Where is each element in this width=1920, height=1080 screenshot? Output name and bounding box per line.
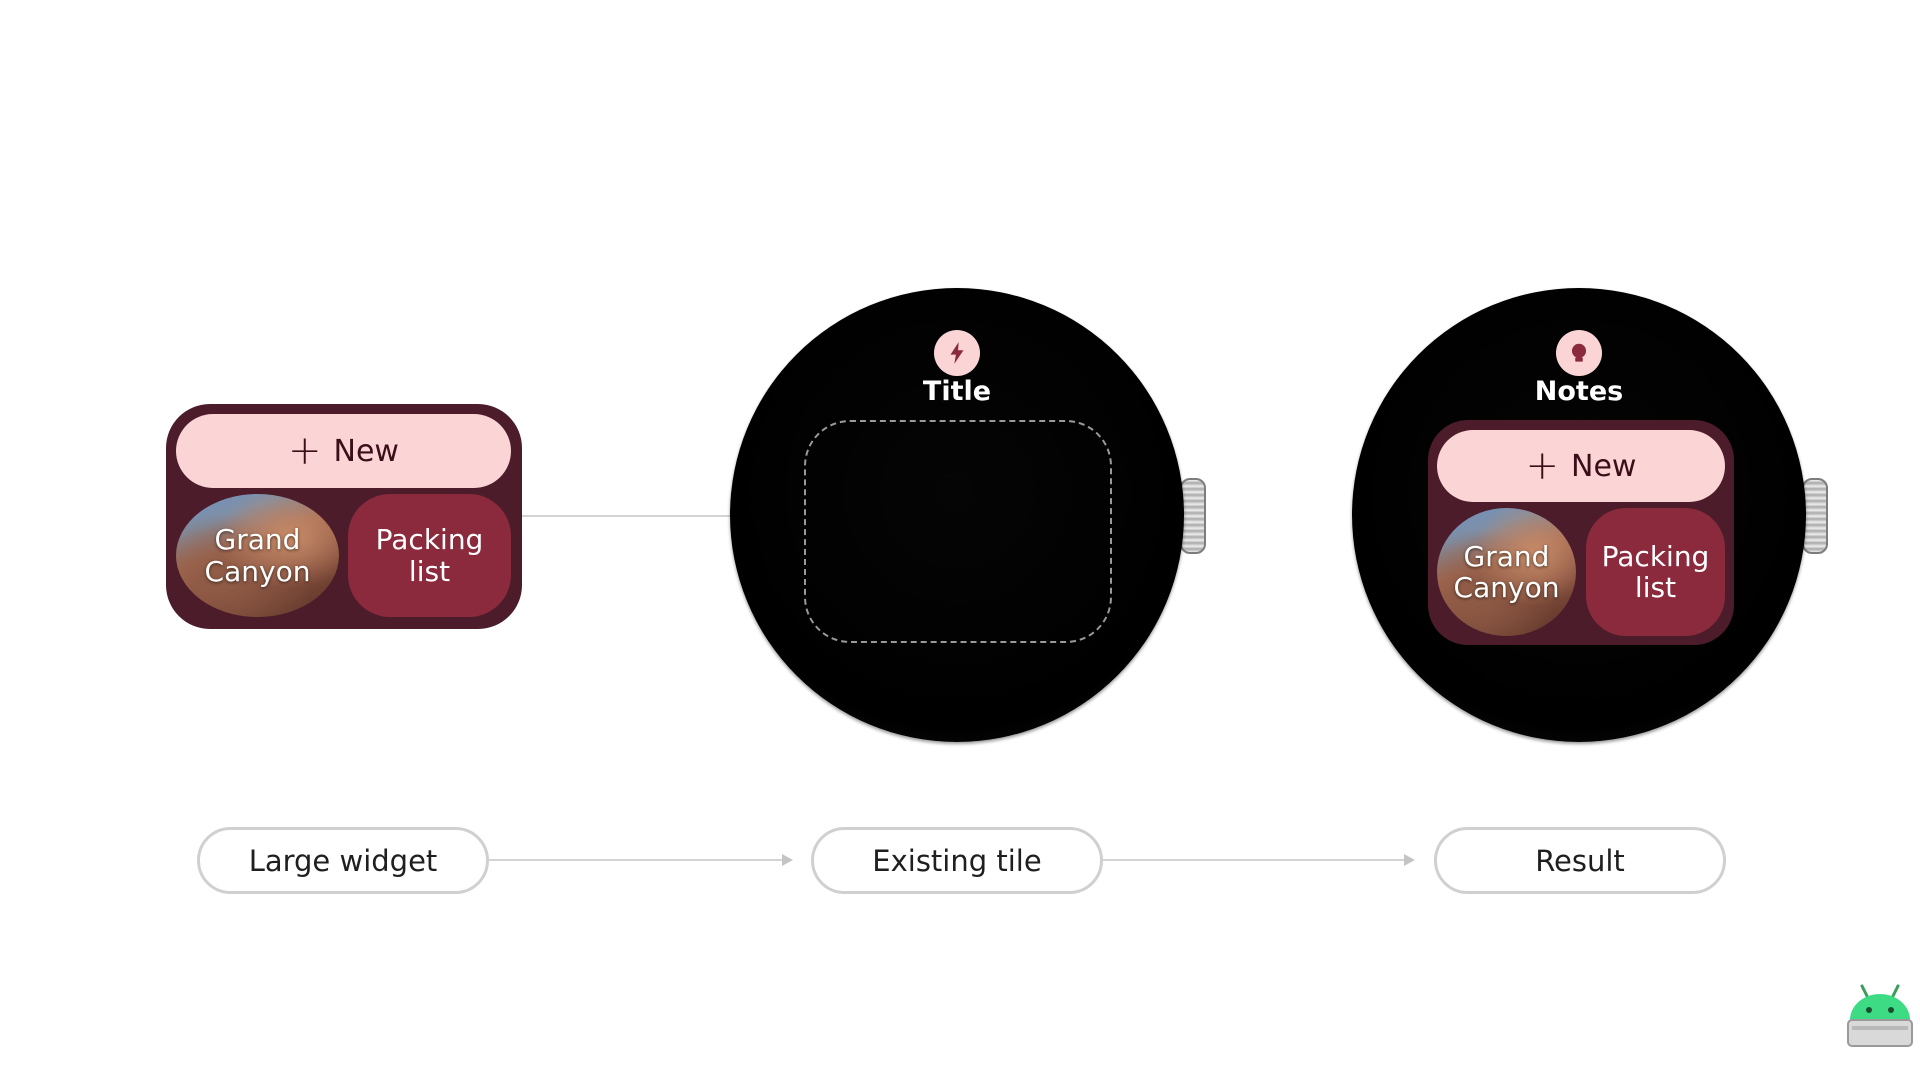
photo-tile-grand-canyon[interactable]: Grand Canyon xyxy=(1437,508,1576,636)
bolt-icon xyxy=(934,330,980,376)
list-tile-packing[interactable]: Packing list xyxy=(348,494,511,617)
tile-title: Title xyxy=(922,376,992,407)
result-tile-watch: Notes + New Grand Canyon Packing list xyxy=(1352,288,1806,742)
arrow-head-icon xyxy=(782,854,793,866)
photo-tile-grand-canyon[interactable]: Grand Canyon xyxy=(176,494,339,617)
embedded-widget: + New Grand Canyon Packing list xyxy=(1428,420,1734,645)
label-existing-tile: Existing tile xyxy=(811,827,1103,894)
list-tile-packing[interactable]: Packing list xyxy=(1586,508,1725,636)
content-placeholder xyxy=(804,420,1112,643)
plus-icon: + xyxy=(1525,443,1560,489)
android-logo-icon xyxy=(1842,982,1918,1050)
plus-icon: + xyxy=(288,428,322,474)
new-button[interactable]: + New xyxy=(1437,430,1725,502)
arrow-head-icon xyxy=(1404,854,1415,866)
existing-tile-watch: Title xyxy=(730,288,1184,742)
new-button-label: New xyxy=(1571,448,1637,484)
photo-tile-label: Grand Canyon xyxy=(204,523,311,588)
list-tile-label: Packing list xyxy=(375,523,484,588)
flow-arrow-1 xyxy=(489,854,793,866)
photo-tile-label: Grand Canyon xyxy=(1453,539,1560,604)
lightbulb-icon xyxy=(1556,330,1602,376)
label-result: Result xyxy=(1434,827,1726,894)
new-button[interactable]: + New xyxy=(176,414,511,488)
label-large-widget: Large widget xyxy=(197,827,489,894)
large-widget: + New Grand Canyon Packing list xyxy=(166,404,522,629)
flow-arrow-2 xyxy=(1103,854,1415,866)
list-tile-label: Packing list xyxy=(1601,539,1710,604)
tile-title: Notes xyxy=(1534,376,1624,407)
new-button-label: New xyxy=(333,433,399,469)
